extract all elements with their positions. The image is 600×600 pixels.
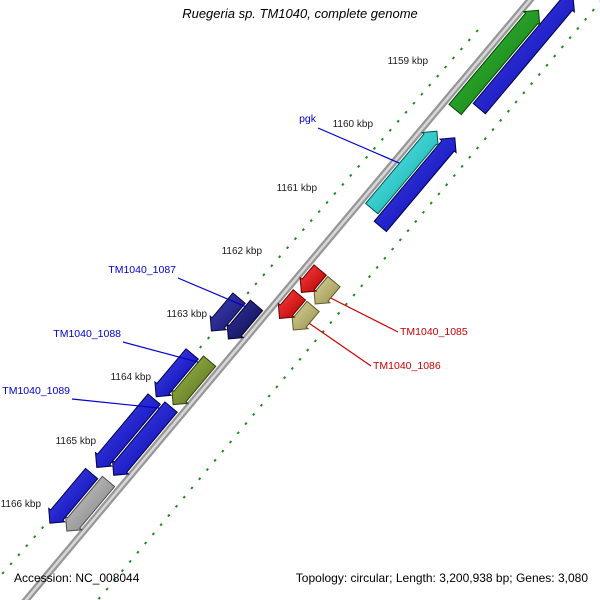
label-leader-TM1040_1086 <box>308 322 372 367</box>
ruler-tick-label-1166: 1166 kbp <box>0 499 41 510</box>
label-leader-pgk <box>317 127 400 164</box>
feature-arrow-cds-TM1040_1086[interactable] <box>277 288 307 319</box>
feature-arrow-cds-top-unlabeled[interactable] <box>448 9 541 116</box>
ruler-tick-label-1159: 1159 kbp <box>387 56 428 67</box>
ruler-tick-label-1165: 1165 kbp <box>55 436 96 447</box>
feature-arrow-gene-TM1040_1088[interactable] <box>154 348 200 398</box>
ruler-tick-label-1162: 1162 kbp <box>221 246 262 257</box>
feature-arrow-gene-pgk[interactable] <box>373 137 457 233</box>
status-genome-info: Topology: circular; Length: 3,200,938 bp… <box>295 571 588 585</box>
genome-backbone-highlight <box>24 0 532 600</box>
gene-label-pgk[interactable]: pgk <box>299 113 316 125</box>
genome-title: Ruegeria sp. TM1040, complete genome <box>182 6 418 21</box>
feature-arrow-cds-TM1040_1087[interactable] <box>226 299 264 340</box>
feature-arrow-cds-pgk[interactable] <box>364 130 439 215</box>
feature-arrow-cds-bottom-unlabeled[interactable] <box>65 475 116 532</box>
ruler-tick-label-1164: 1164 kbp <box>110 372 151 383</box>
label-leader-TM1040_1085 <box>330 297 399 333</box>
feature-arrow-cds-TM1040_1085[interactable] <box>299 264 328 293</box>
status-accession: Accession: NC_008044 <box>14 571 140 585</box>
feature-arrow-cds-TM1040_1088[interactable] <box>171 355 217 406</box>
ruler-tick-label-1160: 1160 kbp <box>332 119 373 130</box>
ruler-tick-label-1163: 1163 kbp <box>166 309 207 320</box>
gene-label-tm1040-1089[interactable]: TM1040_1089 <box>2 385 70 397</box>
gene-label-tm1040-1087[interactable]: TM1040_1087 <box>108 264 176 276</box>
feature-arrow-gene-TM1040_1089[interactable] <box>94 393 162 468</box>
feature-arrow-gene-top-unlabeled[interactable] <box>472 0 576 115</box>
label-leader-TM1040_1087 <box>177 277 246 307</box>
label-leader-TM1040_1088 <box>122 341 199 363</box>
label-leader-TM1040_1089 <box>71 398 160 409</box>
ruler-tick-label-1161: 1161 kbp <box>276 183 317 194</box>
divider-dashed-line-right <box>97 0 600 600</box>
gene-label-tm1040-1088[interactable]: TM1040_1088 <box>53 328 121 340</box>
feature-arrow-cds-TM1040_1089[interactable] <box>111 401 178 476</box>
feature-arrow-gene-bottom-unlabeled[interactable] <box>48 467 99 524</box>
gene-label-tm1040-1086[interactable]: TM1040_1086 <box>373 360 441 372</box>
gene-label-tm1040-1085[interactable]: TM1040_1085 <box>400 326 468 338</box>
